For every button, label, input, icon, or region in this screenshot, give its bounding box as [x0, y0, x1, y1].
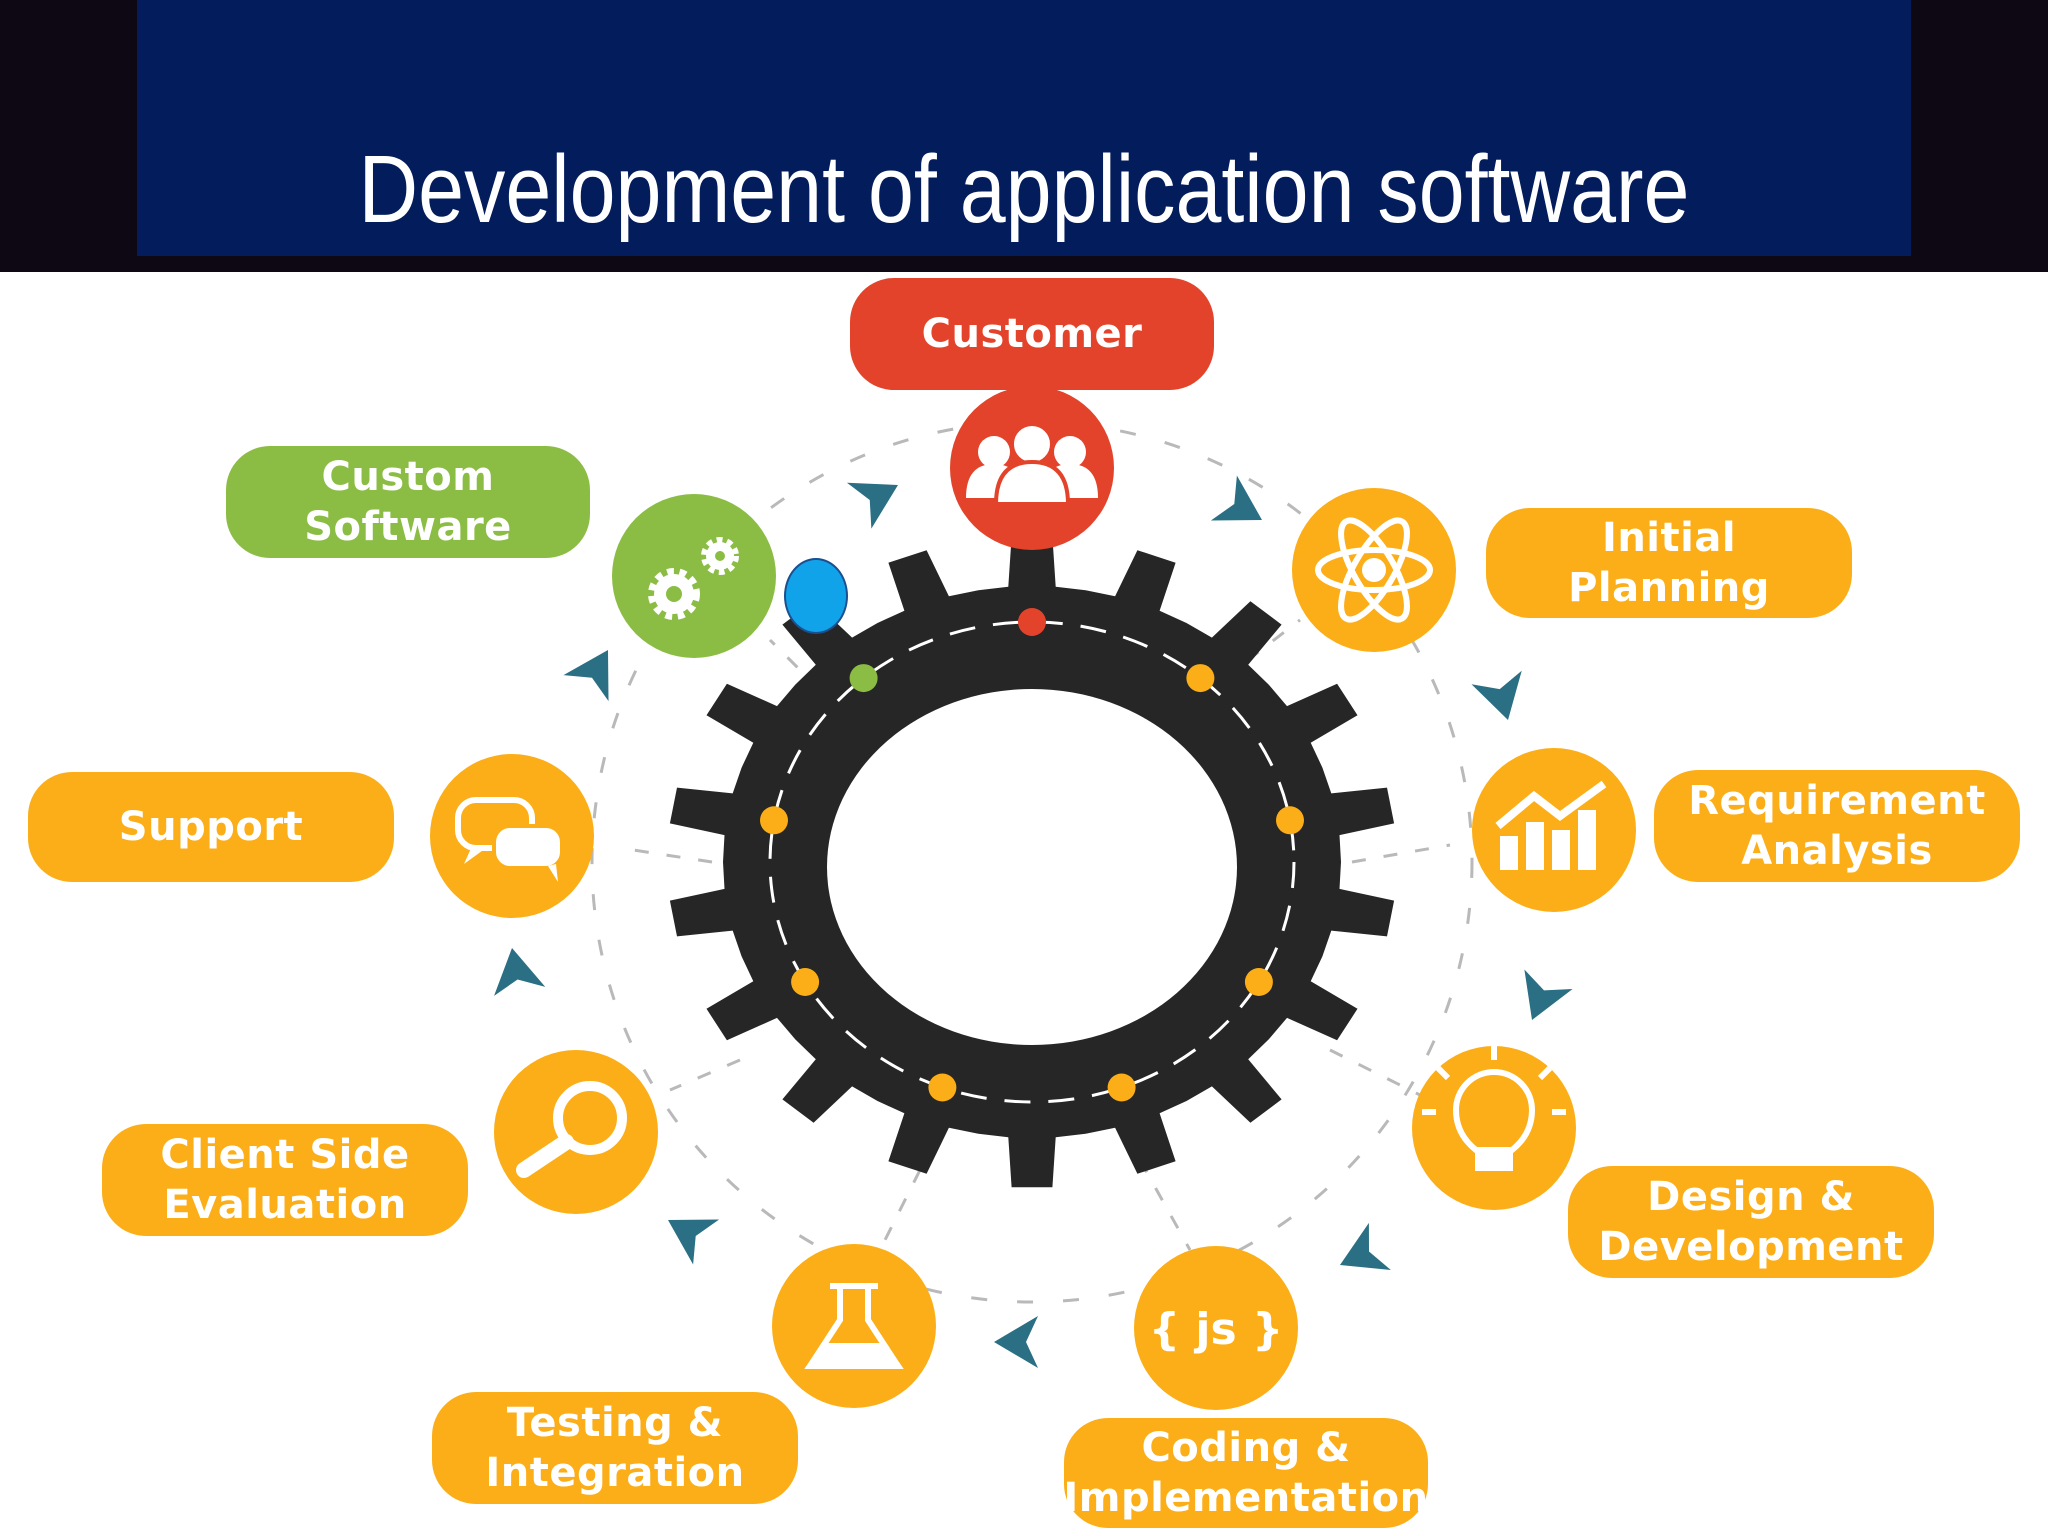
gear-dots	[760, 608, 1304, 1102]
custom-software-node	[612, 494, 776, 658]
gear-dot-client-side-evaluation	[791, 968, 820, 996]
testing-integration-label: Testing &Integration	[432, 1392, 798, 1504]
client-side-evaluation-node	[494, 1050, 658, 1214]
design-development-label: Design &Development	[1568, 1166, 1934, 1278]
support-label: Support	[28, 772, 394, 882]
js-icon: { js }	[1149, 1304, 1284, 1355]
bar-chart-icon	[1495, 780, 1607, 870]
design-development-node	[1412, 1046, 1576, 1210]
lightbulb-icon	[1422, 1046, 1566, 1171]
arrow-5	[1329, 1222, 1391, 1289]
arrow-7	[655, 1197, 720, 1265]
gear-dot-coding-implementation	[1107, 1073, 1136, 1102]
gear-dot-design-development	[1244, 968, 1273, 996]
arrow-2	[1210, 475, 1275, 543]
gear-dot-customer	[1018, 608, 1046, 636]
gear-dot-initial-planning	[1186, 664, 1215, 693]
people-icon	[966, 422, 1098, 506]
coding-implementation-label: Coding &Implementation	[1063, 1418, 1428, 1528]
support-node	[430, 754, 594, 918]
flask-icon	[804, 1283, 904, 1369]
chat-bubbles-icon	[455, 797, 564, 882]
magnifier-icon	[516, 1081, 627, 1178]
testing-integration-node	[772, 1244, 936, 1408]
customer-node	[950, 386, 1114, 550]
gear-dashed-track	[768, 620, 1296, 1104]
arrow-3	[1471, 670, 1534, 727]
gear-dot-support	[760, 806, 788, 835]
gear-hole	[827, 689, 1237, 1045]
arrow-8	[486, 943, 546, 996]
initial-planning-node	[1292, 488, 1456, 652]
arrow-6	[994, 1316, 1038, 1368]
cursor-marker	[784, 558, 848, 634]
arrow-1	[846, 462, 911, 529]
gear-dot-testing-integration	[928, 1073, 957, 1102]
customer-label: Customer	[850, 278, 1214, 390]
slide-title: Development of application software	[358, 136, 1690, 243]
arrow-4	[1507, 969, 1573, 1030]
requirement-analysis-node	[1472, 748, 1636, 912]
atom-icon	[1315, 517, 1433, 623]
title-banner: Development of application software	[137, 0, 1911, 256]
gear-dot-custom-software	[849, 664, 878, 693]
arrow-9	[563, 637, 631, 702]
gears-icon	[648, 537, 739, 620]
gear-dot-requirement-analysis	[1276, 806, 1304, 835]
coding-implementation-node: { js }	[1134, 1246, 1298, 1410]
